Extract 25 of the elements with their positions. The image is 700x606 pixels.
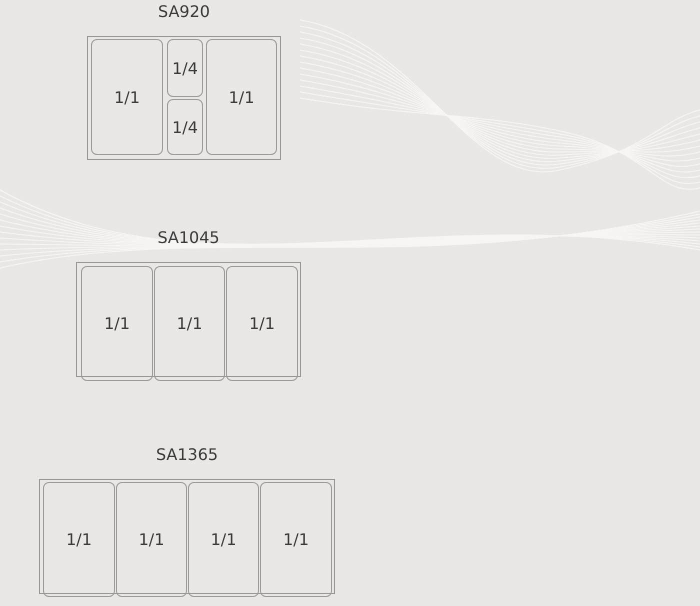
size-label: 1/1 xyxy=(66,530,92,549)
pan-compartment xyxy=(206,39,277,155)
size-label: 1/4 xyxy=(172,118,198,136)
pan-compartment xyxy=(116,482,187,597)
size-label: 1/4 xyxy=(172,58,198,78)
size-label: 1/1 xyxy=(104,314,130,333)
pan-compartment xyxy=(260,482,332,597)
size-label: 1/1 xyxy=(249,314,275,333)
pan-compartment xyxy=(43,482,115,597)
model-label: SA1365 xyxy=(154,445,220,465)
pan-compartment xyxy=(154,266,225,381)
model-label: SA1045 xyxy=(156,228,221,248)
pan-compartment xyxy=(167,99,203,155)
pan-compartment xyxy=(91,39,163,155)
size-label: 1/1 xyxy=(283,530,309,549)
pan-compartment xyxy=(226,266,298,381)
size-label: 1/1 xyxy=(176,314,202,333)
size-label: 1/1 xyxy=(228,88,254,106)
pan-compartment xyxy=(81,266,153,381)
size-label: 1/1 xyxy=(114,88,140,106)
size-label: 1/1 xyxy=(138,530,164,549)
pan-compartment xyxy=(188,482,259,597)
size-label: 1/1 xyxy=(210,530,236,549)
pan-compartment xyxy=(167,39,203,97)
model-label: SA920 xyxy=(157,2,211,22)
